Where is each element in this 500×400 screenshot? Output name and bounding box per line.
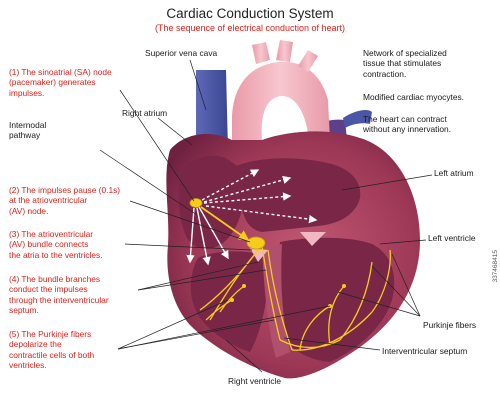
interventricular-septum-label: Interventricular septum xyxy=(382,346,468,356)
step-5-label: (5) The Purkinje fibers depolarize the c… xyxy=(9,329,95,371)
right-atrium-label: Right atrium xyxy=(122,108,168,118)
note-modified-myocytes: Modified cardiac myocytes. xyxy=(363,92,465,102)
av-node xyxy=(246,236,266,250)
conduction-fibers xyxy=(199,245,391,351)
internodal-pathway-label: Internodal pathway xyxy=(9,120,47,141)
leader-lines xyxy=(99,59,433,373)
left-ventricle-label: Left ventricle xyxy=(428,233,476,243)
diagram-subtitle: (The sequence of electrical conduction o… xyxy=(154,23,346,33)
sa-node xyxy=(189,198,203,208)
note-network-tissue: Network of specialized tissue that stimu… xyxy=(363,48,447,79)
impulse-arrows xyxy=(201,169,318,224)
interventricular-septum xyxy=(262,244,290,358)
sa-to-av-arrow xyxy=(200,206,250,242)
watermark-id: 337468415 xyxy=(492,250,499,283)
note-no-innervation: The heart can contract without any inner… xyxy=(363,114,451,135)
left-atrium-label: Left atrium xyxy=(434,168,474,178)
right-ventricle-label: Right ventricle xyxy=(228,376,282,386)
superior-vena-cava-label: Superior vena cava xyxy=(145,48,218,58)
step-3-label: (3) The atrioventricular (AV) bundle con… xyxy=(9,229,103,260)
purkinje-fibers-label: Purkinje fibers xyxy=(423,320,477,330)
step-2-label: (2) The impulses pause (0.1s) at the atr… xyxy=(9,185,121,216)
diagram-title: Cardiac Conduction System xyxy=(166,6,334,21)
step-4-label: (4) The bundle branches conduct the impu… xyxy=(9,274,109,316)
step-1-label: (1) The sinoatrial (SA) node (pacemaker)… xyxy=(9,67,112,98)
